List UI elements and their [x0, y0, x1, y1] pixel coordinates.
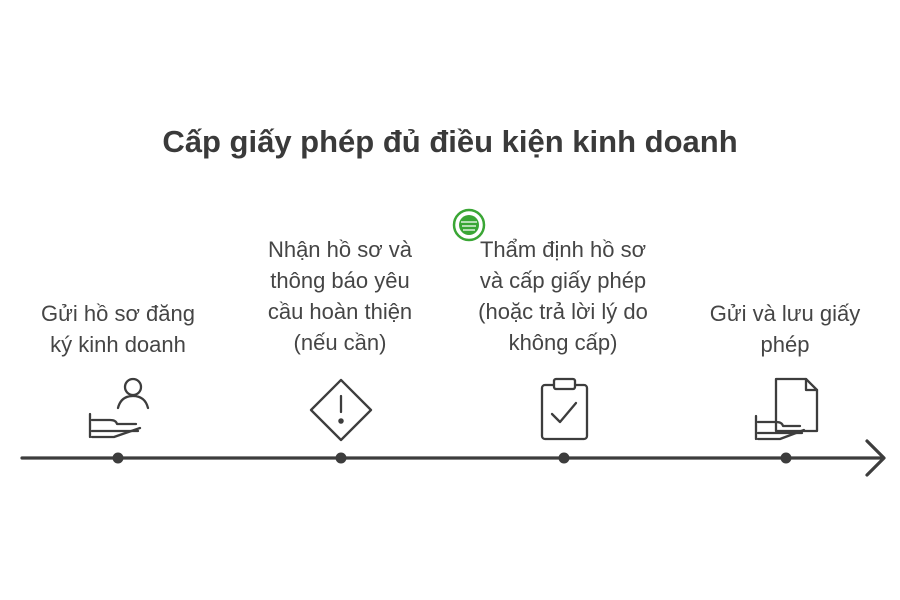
hand-user-icon	[88, 377, 150, 439]
badge-icon	[452, 208, 486, 242]
step-3-line-1: Thẩm định hồ sơ	[479, 237, 647, 262]
step-1-label: Gửi hồ sơ đăng ký kinh doanh	[18, 298, 218, 360]
clipboard-check-icon	[540, 377, 589, 441]
warning-diamond-icon	[309, 378, 373, 442]
timeline-arrowhead	[865, 439, 886, 477]
step-2-label: Nhận hồ sơ và thông báo yêu cầu hoàn thi…	[240, 234, 440, 358]
step-2-line-1: Nhận hồ sơ và	[267, 237, 413, 262]
step-4-label: Gửi và lưu giấy phép	[685, 298, 885, 360]
step-2-line-3: cầu hoàn thiện	[267, 299, 413, 324]
hand-document-icon	[754, 377, 819, 441]
step-3-label: Thẩm định hồ sơ và cấp giấy phép (hoặc t…	[463, 234, 663, 358]
step-2-line-2: thông báo yêu	[270, 268, 410, 293]
step-1-line-2: ký kinh doanh	[50, 332, 186, 357]
step-4-line-1: Gửi và lưu giấy	[709, 301, 861, 326]
timeline-node-2	[335, 452, 347, 464]
step-2-line-4: (nếu cần)	[293, 330, 387, 355]
step-3-line-3: (hoặc trả lời lý do	[478, 299, 648, 324]
step-4-line-2: phép	[760, 332, 810, 357]
timeline-node-3	[558, 452, 570, 464]
step-3-line-2: và cấp giấy phép	[479, 268, 647, 293]
diagram-title: Cấp giấy phép đủ điều kiện kinh doanh	[162, 124, 738, 159]
timeline-node-4	[780, 452, 792, 464]
step-3-line-4: không cấp)	[508, 330, 618, 355]
step-1-line-1: Gửi hồ sơ đăng	[41, 301, 195, 326]
timeline-node-1	[112, 452, 124, 464]
